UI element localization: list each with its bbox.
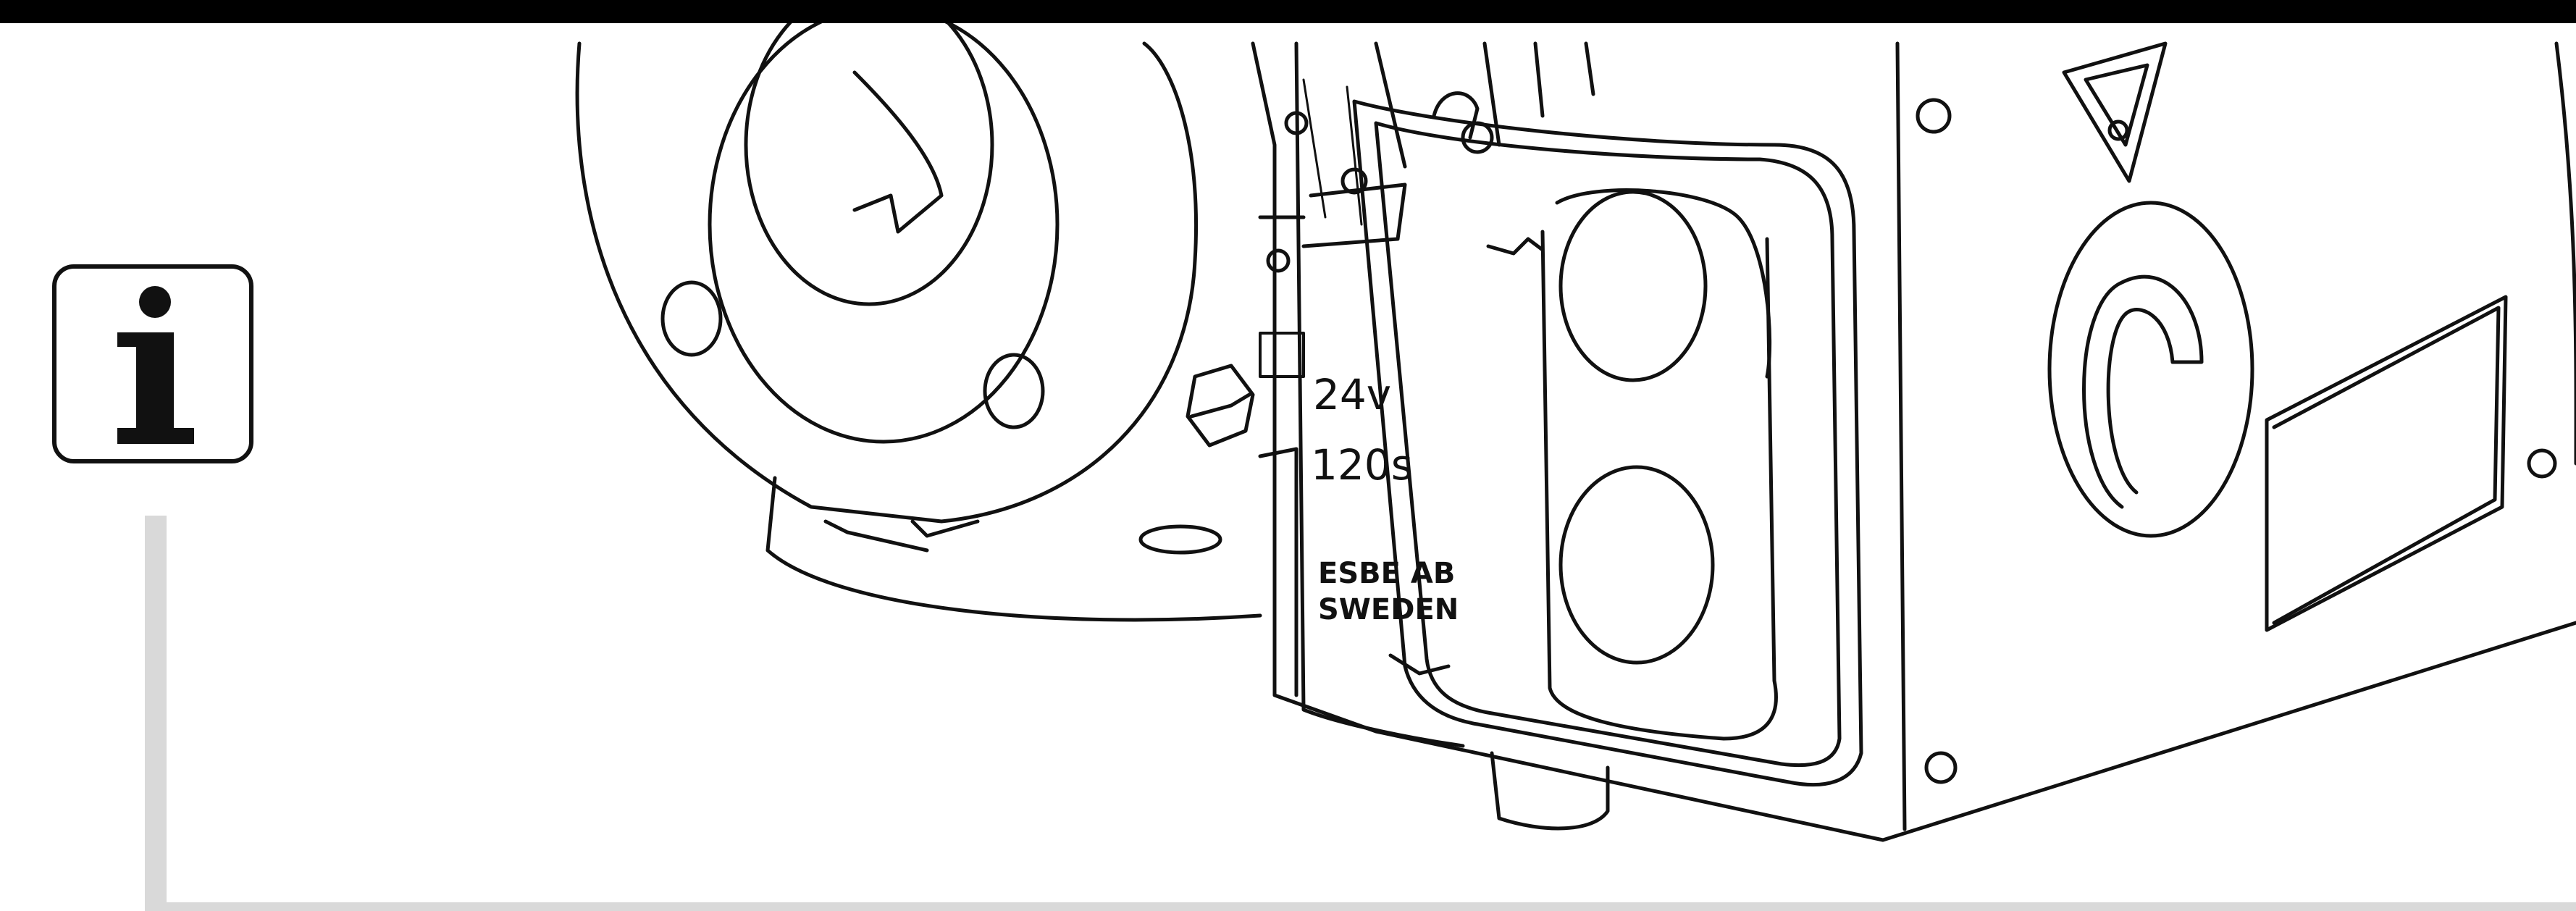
actuator-housing [1251, 41, 2576, 842]
type-label-panel [1258, 41, 1465, 748]
top-black-rule [0, 0, 2576, 23]
hex-nut [1186, 364, 1255, 448]
label-maker-line1: ESBE AB [1318, 557, 1455, 590]
label-maker-line2: SWEDEN [1318, 593, 1459, 626]
label-runtime: 120s [1311, 440, 1413, 490]
note-side-bar [145, 516, 167, 911]
actuator-valve-illustration: 24v 120s ESBE AB SWEDEN [575, 23, 2576, 842]
note-bottom-bar [145, 902, 2576, 911]
valve-flange [575, 23, 1262, 622]
label-voltage: 24v [1313, 370, 1391, 419]
actuator-cover-plate [1352, 91, 1863, 831]
info-icon [52, 264, 253, 463]
